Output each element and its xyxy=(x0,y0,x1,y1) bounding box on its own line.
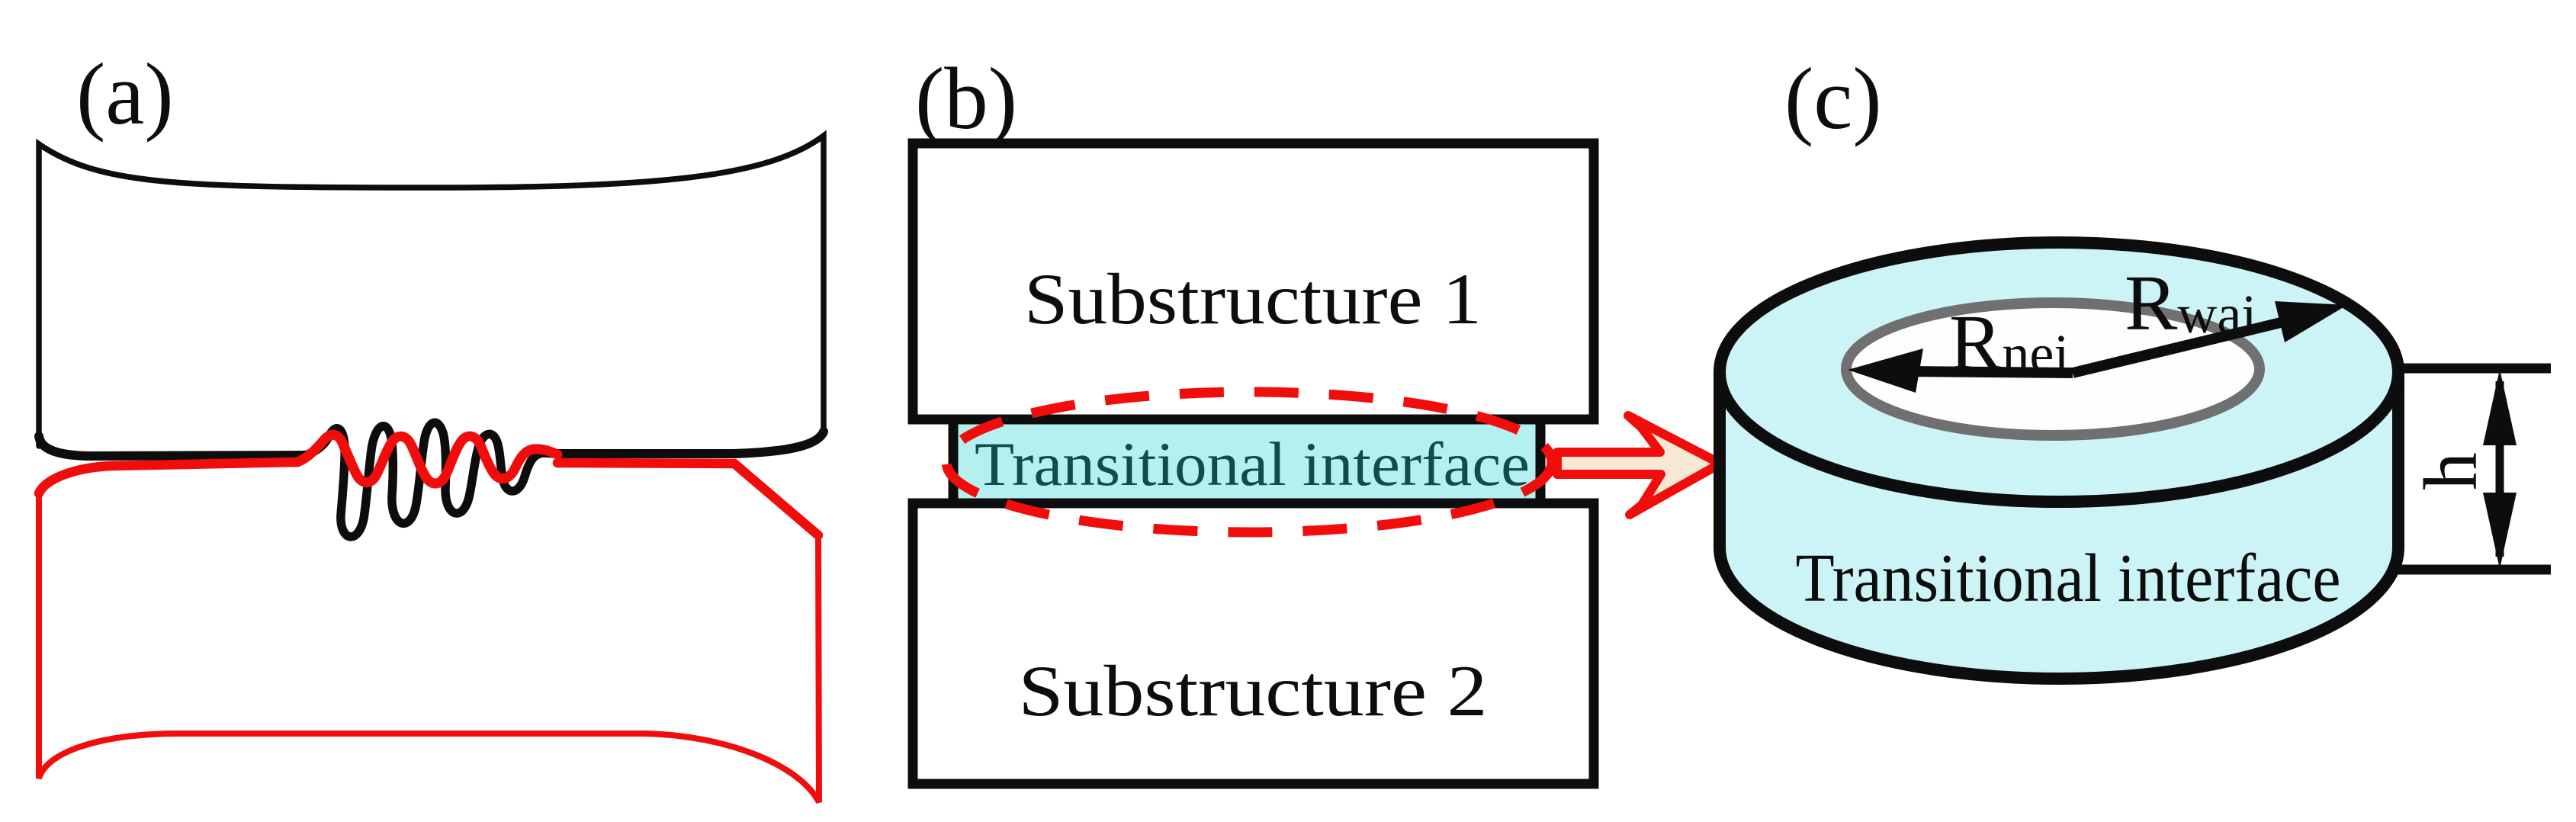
r-wai-label: Rwai xyxy=(2125,259,2256,347)
r-nei-label: Rnei xyxy=(1949,299,2069,387)
transitional-interface-label-b: Transitional interface xyxy=(975,429,1530,499)
rough-surface-bottom-block xyxy=(36,490,822,804)
panel-a-label: (a) xyxy=(76,46,174,143)
h-dimension-arrowhead-up xyxy=(2483,369,2517,445)
highlight-dashed-ellipse xyxy=(941,387,1557,538)
r-wai-arrow-shaft xyxy=(2071,316,2285,378)
h-dimension-arrowhead-down xyxy=(2483,493,2517,569)
bottom-block-contact-edge xyxy=(34,457,824,541)
rough-surface-top-block xyxy=(36,130,827,449)
substructure-2-label: Substructure 2 xyxy=(1019,650,1488,731)
top-block-contact-edge xyxy=(34,427,828,461)
substructure-1-label: Substructure 1 xyxy=(1024,258,1482,339)
asperity-squiggle-red xyxy=(292,429,563,489)
h-label: h xyxy=(2408,452,2493,490)
panel-c-label: (c) xyxy=(1784,50,1882,147)
panel-b: (b) Substructure 1 Substructure 2 Transi… xyxy=(907,50,1725,789)
transitional-interface-label-c: Transitional interface xyxy=(1796,541,2341,616)
panel-c: (c) Rnei Rwai Transitional interface h xyxy=(1714,50,2551,685)
r-wai-arrowhead xyxy=(2275,301,2347,342)
panel-a: (a) xyxy=(34,46,828,804)
transitional-interface-strip xyxy=(948,414,1546,509)
panel-b-label: (b) xyxy=(915,50,1017,147)
substructure-1-box xyxy=(907,138,1599,425)
r-nei-arrow-shaft xyxy=(1910,366,2073,378)
asperity-squiggle-black xyxy=(300,418,562,541)
substructure-2-box xyxy=(907,498,1599,789)
r-nei-arrowhead xyxy=(1848,348,1923,393)
zoom-arrow xyxy=(1553,411,1725,519)
